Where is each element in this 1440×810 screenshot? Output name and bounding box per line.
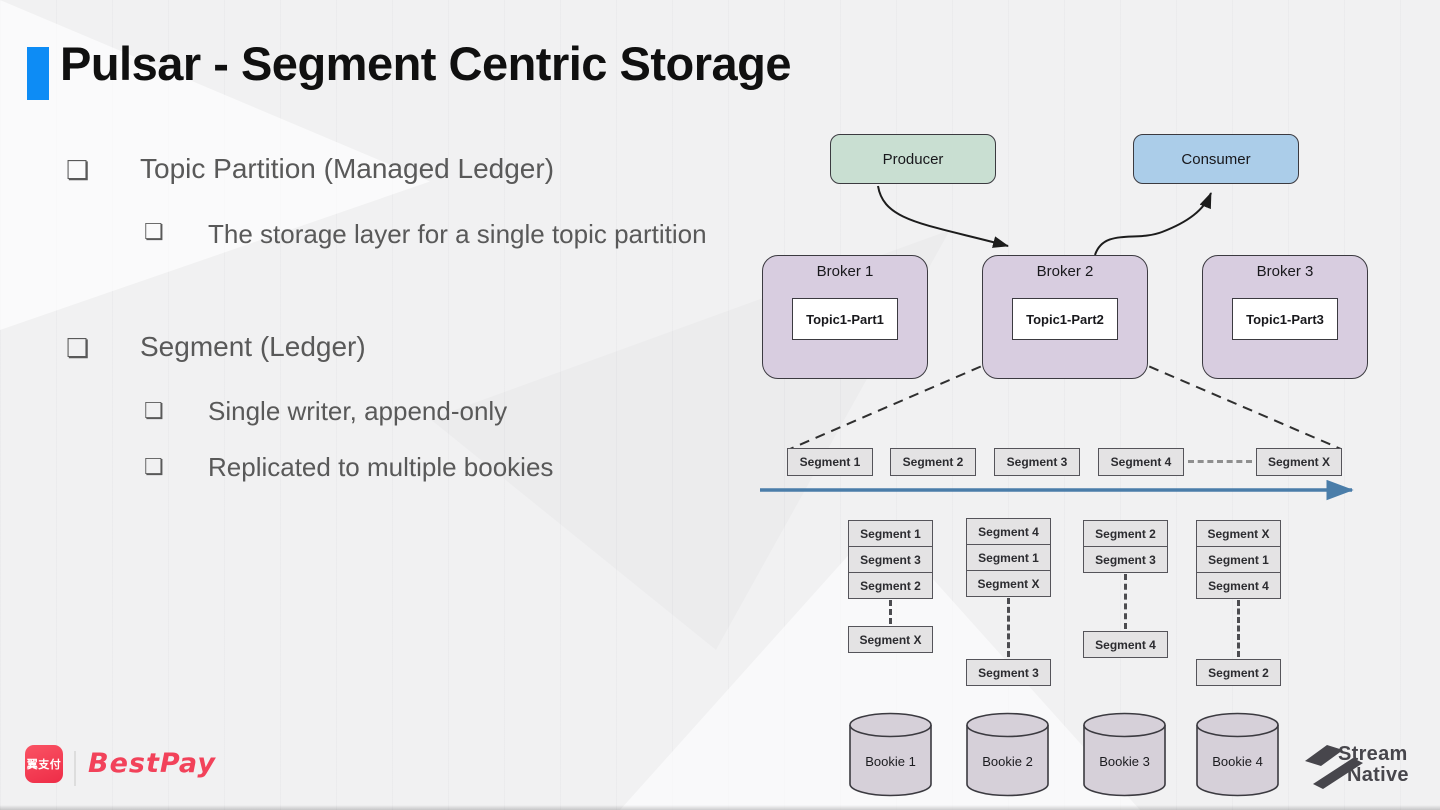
bookie1-segment: Segment 2 [848, 572, 933, 599]
bookie1-segment: Segment 1 [848, 520, 933, 547]
broker-1-label: Broker 1 [816, 263, 874, 280]
producer-to-broker2-arrow [877, 185, 1009, 248]
bullet-icon: ❏ [66, 333, 90, 363]
segment-label: Segment 3 [860, 552, 921, 567]
bookie2-segment: Segment 4 [966, 518, 1051, 545]
broker-3-label: Broker 3 [1256, 263, 1314, 280]
pending-dashed-connector [1124, 574, 1127, 629]
timeline-ellipsis-dashes [1188, 460, 1252, 463]
segment-label: Segment 4 [978, 524, 1039, 539]
bullet-item-replicated: Replicated to multiple bookies [208, 452, 554, 482]
segment-label: Segment 3 [978, 665, 1039, 680]
timeline-segment-4: Segment 4 [1098, 448, 1184, 476]
page-title: Pulsar - Segment Centric Storage [60, 37, 791, 90]
consumer-node: Consumer [1133, 134, 1299, 184]
topic-partition-box: Topic1-Part2 [1012, 298, 1118, 340]
bullet-item-topic-partition: Topic Partition (Managed Ledger) [140, 153, 555, 184]
pending-dashed-connector [1007, 598, 1010, 657]
bullet-icon: ❏ [144, 454, 164, 479]
bookie4-segment: Segment 4 [1196, 572, 1281, 599]
timeline-segment-2: Segment 2 [890, 448, 976, 476]
topic-partition-label: Topic1-Part1 [806, 311, 884, 327]
bullet-item-storage-layer: The storage layer for a single topic par… [208, 219, 707, 249]
broker2-to-consumer-arrow [1094, 192, 1212, 256]
bookie-4-label: Bookie 4 [1212, 754, 1263, 769]
bullet-item-segment-ledger: Segment (Ledger) [140, 331, 366, 362]
timeline-segment-3: Segment 3 [994, 448, 1080, 476]
broker-1-node: Broker 1 Topic1-Part1 [762, 255, 928, 379]
segment-label: Segment 4 [1095, 637, 1156, 652]
bookie4-segment: Segment X [1196, 520, 1281, 547]
title-accent-bar [27, 47, 49, 100]
bestpay-wordmark: BestPay [88, 748, 216, 779]
topic-partition-label: Topic1-Part2 [1026, 311, 1104, 327]
segment-label: Segment 4 [1110, 455, 1172, 469]
bookie-3-label: Bookie 3 [1099, 754, 1150, 769]
streamnative-line2: Native [1347, 764, 1409, 786]
segment-label: Segment 2 [1208, 665, 1269, 680]
producer-node: Producer [830, 134, 996, 184]
slide-bottom-edge [0, 805, 1440, 810]
segment-label: Segment 2 [860, 578, 921, 593]
bookie1-pending-segment: Segment X [848, 626, 933, 653]
bookie-2-label: Bookie 2 [982, 754, 1033, 769]
broker-2-label: Broker 2 [1036, 263, 1094, 280]
producer-label: Producer [882, 150, 944, 168]
segment-label: Segment 3 [1006, 455, 1068, 469]
topic-partition-box: Topic1-Part3 [1232, 298, 1338, 340]
segment-label: Segment X [977, 576, 1040, 591]
pending-dashed-connector [1237, 600, 1240, 657]
segment-label: Segment 3 [1095, 552, 1156, 567]
topic-partition-label: Topic1-Part3 [1246, 311, 1324, 327]
bookie1-segment: Segment 3 [848, 546, 933, 573]
bookie2-segment: Segment X [966, 570, 1051, 597]
segment-label: Segment X [1267, 455, 1330, 469]
segment-label: Segment 1 [1208, 552, 1269, 567]
bullet-icon: ❏ [66, 155, 90, 185]
segment-label: Segment 1 [978, 550, 1039, 565]
segment-label: Segment 1 [799, 455, 861, 469]
pending-dashed-connector [889, 600, 892, 624]
bookie4-segment: Segment 1 [1196, 546, 1281, 573]
segment-label: Segment X [1207, 526, 1270, 541]
consumer-label: Consumer [1181, 150, 1251, 168]
segment-label: Segment 4 [1208, 578, 1269, 593]
bullet-icon: ❏ [144, 219, 164, 244]
bookie2-segment: Segment 1 [966, 544, 1051, 571]
bookie3-pending-segment: Segment 4 [1083, 631, 1168, 658]
bookie4-pending-segment: Segment 2 [1196, 659, 1281, 686]
segment-label: Segment X [859, 632, 922, 647]
bestpay-app-icon: 翼支付 [25, 745, 63, 783]
bookie2-pending-segment: Segment 3 [966, 659, 1051, 686]
bullet-icon: ❏ [144, 398, 164, 423]
streamnative-wordmark: Stream Native [1338, 744, 1409, 786]
broker-3-node: Broker 3 Topic1-Part3 [1202, 255, 1368, 379]
bookie-1-label: Bookie 1 [865, 754, 916, 769]
streamnative-line1: Stream [1338, 743, 1408, 765]
bullet-item-single-writer: Single writer, append-only [208, 396, 508, 426]
segment-label: Segment 2 [1095, 526, 1156, 541]
topic-partition-box: Topic1-Part1 [792, 298, 898, 340]
bookie3-segment: Segment 3 [1083, 546, 1168, 573]
bestpay-icon-text: 翼支付 [26, 759, 62, 771]
segment-label: Segment 2 [902, 455, 964, 469]
bookie-4-cylinder-icon [1196, 712, 1279, 797]
streamnative-logo-icon [1305, 745, 1363, 789]
bookie3-segment: Segment 2 [1083, 520, 1168, 547]
timeline-segment-x: Segment X [1256, 448, 1342, 476]
segment-label: Segment 1 [860, 526, 921, 541]
logo-divider [74, 751, 76, 786]
timeline-segment-1: Segment 1 [787, 448, 873, 476]
broker-2-node: Broker 2 Topic1-Part2 [982, 255, 1148, 379]
